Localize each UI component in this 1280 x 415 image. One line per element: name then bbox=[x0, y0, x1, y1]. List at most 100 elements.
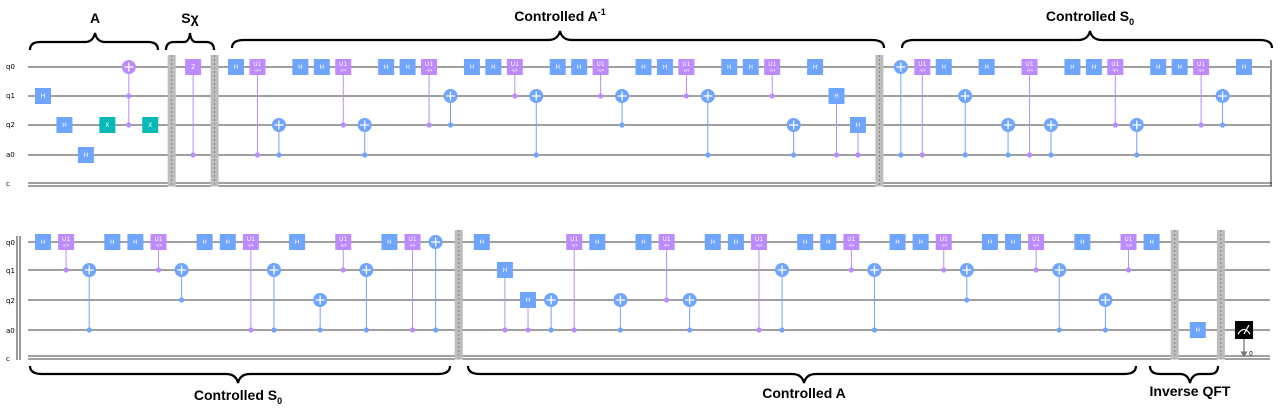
row1-op19-cx-control bbox=[447, 122, 454, 128]
row2-op35-cu1-control bbox=[848, 267, 854, 273]
row2-op52-measure-needle bbox=[1243, 324, 1250, 335]
row2-op9-cu1-control bbox=[248, 327, 254, 333]
row2-op27-cu1-control bbox=[663, 297, 670, 303]
row1-op21-h-gate-box bbox=[485, 59, 502, 75]
row2-op50-h-gate-box bbox=[1189, 322, 1206, 338]
row1-label-a0: a0 bbox=[6, 151, 15, 159]
row1-op33-h-gate-label: H bbox=[748, 64, 753, 71]
row1-op5-x-gate-label: X bbox=[148, 122, 152, 129]
row2-op26-h-gate-label: H bbox=[641, 239, 646, 246]
row2-op25-cx-control bbox=[617, 327, 624, 333]
row1-op24-h-gate-box bbox=[549, 59, 566, 75]
row1-op0-h-gate-box bbox=[35, 88, 51, 104]
row1-op10-cu1-gate-label: U1 bbox=[253, 61, 261, 68]
row2-op27-cu1-gate-label: U1 bbox=[662, 236, 670, 243]
row1-op12-h-gate-box bbox=[292, 59, 309, 75]
row1-op37-ch-gate-label: H bbox=[834, 93, 839, 100]
row2-op19-h-gate-label: H bbox=[480, 239, 485, 246]
row1-op0-h-gate-label: H bbox=[41, 93, 46, 100]
section-title-controlled-a-inverse-text: Controlled A bbox=[514, 8, 597, 24]
row2-op31-cu1-gate-box bbox=[750, 234, 767, 250]
row1-op37-ch-gate-box bbox=[828, 88, 845, 104]
row1-op34-cu1-gate-param: -π/4 bbox=[769, 69, 777, 73]
row1-op15-cx-control bbox=[362, 152, 368, 158]
row2-op34-h-gate-label: H bbox=[826, 239, 831, 246]
row1-op18-cu1-gate-label: U1 bbox=[425, 61, 433, 68]
row2-op11-h-gate-label: H bbox=[295, 239, 300, 246]
row2-op31-cu1-gate-param: -π/4 bbox=[756, 244, 764, 248]
row1-op4-ccx-control-1 bbox=[126, 122, 132, 128]
row2-op42-h-gate-box bbox=[1005, 234, 1022, 250]
row2-op19-h-gate-box bbox=[473, 234, 490, 250]
row2-op29-h-gate-box bbox=[704, 234, 721, 250]
row1-op30-cu1-gate-label: U1 bbox=[682, 61, 690, 68]
row2-op24-h-gate-label: H bbox=[595, 239, 600, 246]
row1-op3-x-gate-box bbox=[99, 117, 116, 133]
row1-op14-cu1-gate-label: U1 bbox=[339, 61, 347, 68]
row1-op1-h-gate-box bbox=[56, 117, 73, 133]
row2-op4-h-gate-label: H bbox=[133, 239, 138, 246]
row2-op46-cx-control bbox=[1102, 327, 1109, 333]
row2-op52-measure-clbit: 0 bbox=[1249, 351, 1253, 358]
row2-op52-measure-arrow bbox=[1240, 351, 1248, 358]
row2-op9-cu1-gate-param: π/4 bbox=[248, 244, 254, 248]
row2-op5-cu1-control bbox=[155, 267, 162, 273]
section-title-controlled-s0-bottom-sub: 0 bbox=[277, 396, 282, 406]
row1-op41-cu1-gate-label: U1 bbox=[918, 61, 926, 68]
row1-op50-cu1-control bbox=[1112, 122, 1118, 128]
row1-op41-cu1-gate-param: -π/4 bbox=[919, 69, 927, 73]
row2-op33-h-gate-box bbox=[797, 234, 814, 250]
row2-op27-cu1-gate-param: π/4 bbox=[664, 244, 670, 248]
row1-op2-h-gate-label: H bbox=[84, 152, 89, 159]
row1-op3-x-gate-label: X bbox=[105, 122, 109, 129]
row2-op1-cu1-gate-box bbox=[58, 234, 75, 250]
row1-op26-cu1-gate-box bbox=[592, 59, 609, 75]
row2-op47-cu1-gate-box bbox=[1120, 234, 1137, 250]
section-title-controlled-s0-bottom-text: Controlled S bbox=[194, 387, 277, 403]
row1-op45-cx-control bbox=[1005, 152, 1011, 158]
row1-op20-h-gate-box bbox=[463, 59, 480, 75]
row2-op10-cx-control bbox=[271, 327, 277, 333]
row1-op33-h-gate-box bbox=[742, 59, 759, 75]
row2-label-q1: q1 bbox=[6, 267, 15, 275]
row2-op33-h-gate-label: H bbox=[803, 239, 808, 246]
row1-op51-cx-control bbox=[1134, 152, 1140, 158]
row2-op3-h-gate-box bbox=[104, 234, 121, 250]
row1-op7-cz-gate-box bbox=[185, 59, 202, 75]
row2-label-c: c bbox=[6, 355, 10, 363]
row1-op26-cu1-gate-param: -π/4 bbox=[597, 69, 605, 73]
row1-op34-cu1-gate-label: U1 bbox=[768, 61, 776, 68]
brace-a bbox=[28, 32, 160, 51]
brace-inverse-qft bbox=[1148, 365, 1220, 384]
row2-op5-cu1-gate-label: U1 bbox=[154, 236, 162, 243]
row2-op13-cu1-gate-box bbox=[335, 234, 352, 250]
row2-op8-h-gate-box bbox=[219, 234, 236, 250]
row2-op43-cu1-gate-param: π/4 bbox=[1033, 244, 1039, 248]
row1-op48-h-gate-box bbox=[1064, 59, 1081, 75]
row2-op23-cu1-control bbox=[571, 327, 577, 333]
row2-op21-ch-gate-label: H bbox=[526, 297, 531, 304]
row2-op23-cu1-gate-label: U1 bbox=[570, 236, 578, 243]
row1-op21-h-gate-label: H bbox=[491, 64, 496, 71]
row2-op39-cu1-control bbox=[941, 267, 947, 273]
row1-op18-cu1-gate-box bbox=[421, 59, 438, 75]
row2-op29-h-gate-label: H bbox=[711, 239, 716, 246]
row1-op4-ccx-control-0 bbox=[126, 93, 132, 99]
row1-op14-cu1-gate-param: π/4 bbox=[340, 69, 346, 73]
row1-op56-h-gate-label: H bbox=[1242, 64, 1247, 71]
row2-op47-cu1-gate-label: U1 bbox=[1124, 236, 1132, 243]
row2-op1-cu1-gate-label: U1 bbox=[62, 236, 70, 243]
row1-op24-h-gate-label: H bbox=[555, 64, 560, 71]
row2-op36-cx-control bbox=[871, 327, 878, 333]
row1-op37-ch-control bbox=[833, 152, 840, 158]
row2-op48-h-gate-label: H bbox=[1149, 239, 1154, 246]
row1-op20-h-gate-label: H bbox=[470, 64, 475, 71]
row2-op16-cu1-gate-label: U1 bbox=[408, 236, 416, 243]
row2-op13-cu1-control bbox=[340, 267, 346, 273]
row1-op53-h-gate-box bbox=[1171, 59, 1188, 75]
row1-op38-ch-control bbox=[855, 152, 861, 158]
row2-op23-cu1-gate-param: -π/4 bbox=[571, 244, 579, 248]
row2-op9-cu1-gate-label: U1 bbox=[247, 236, 255, 243]
row1-op54-cu1-gate-param: -π/4 bbox=[1198, 69, 1206, 73]
row2-op43-cu1-control bbox=[1033, 267, 1039, 273]
